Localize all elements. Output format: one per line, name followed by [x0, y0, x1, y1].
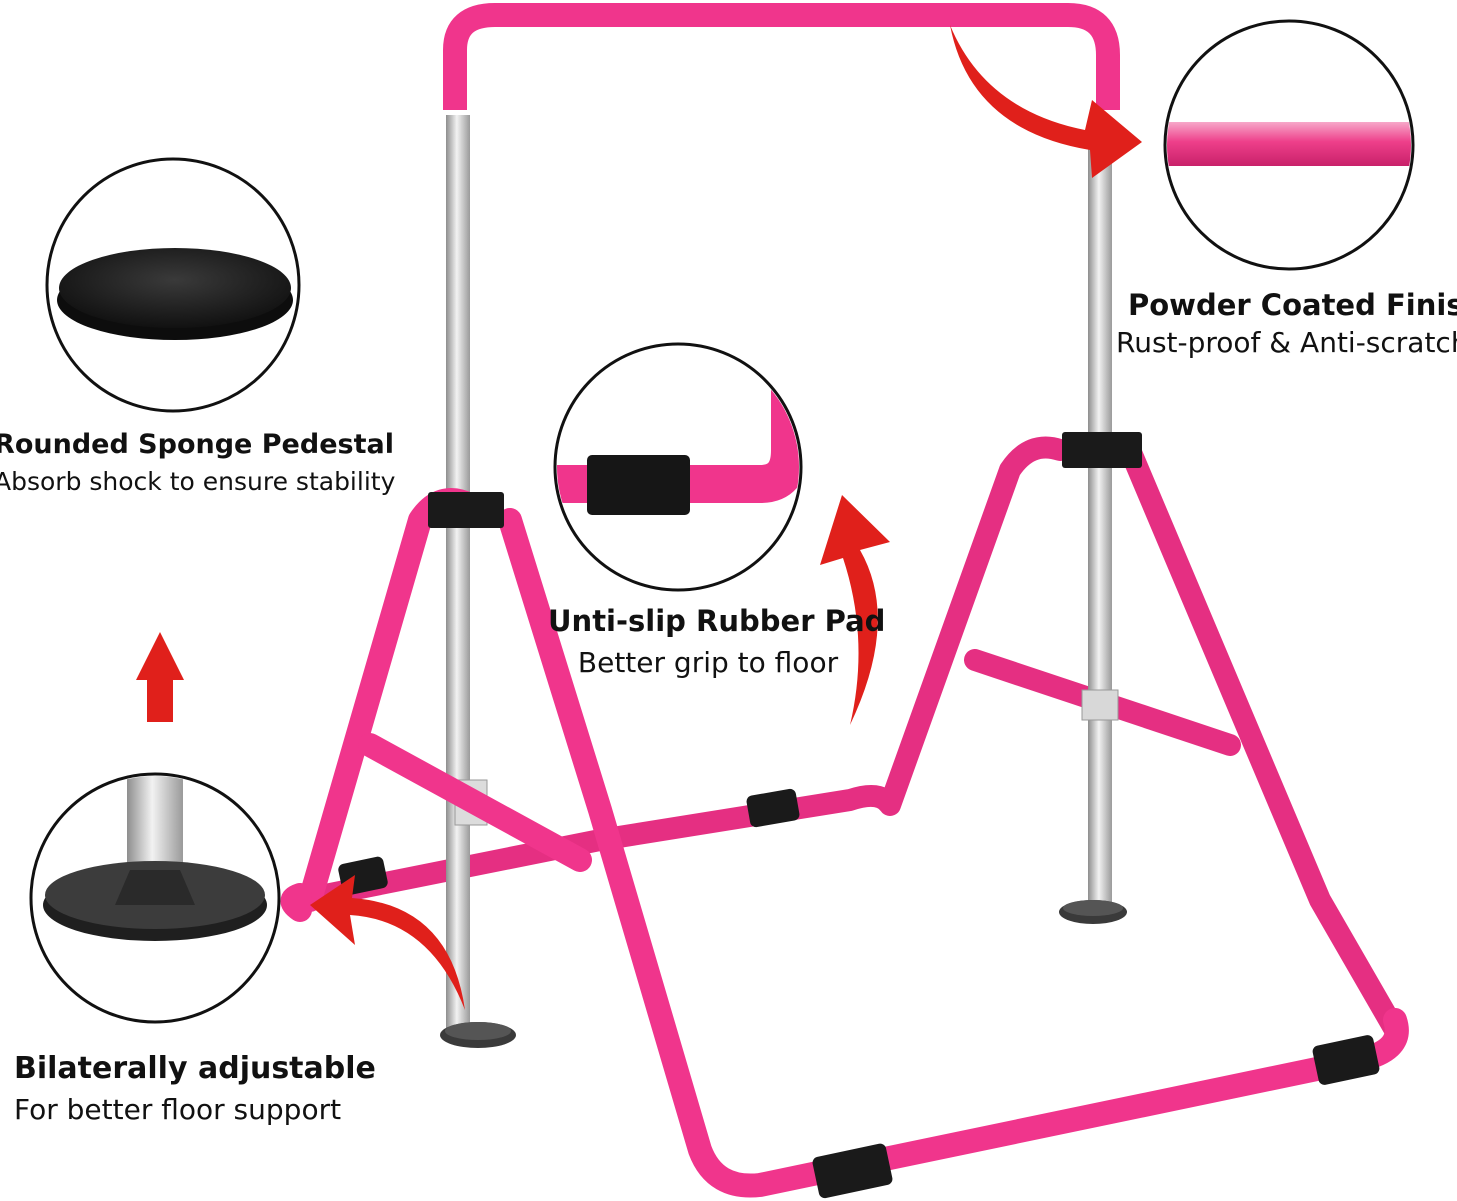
- callout-pedestal-subtitle: Absorb shock to ensure stability: [0, 466, 396, 496]
- arrow-to-finish: [950, 25, 1142, 178]
- callout-pad: Unti-slip Rubber Pad Better grip to floo…: [548, 604, 886, 679]
- arrow-up: [136, 632, 184, 722]
- detail-circle-finish: [1163, 19, 1415, 271]
- rubber-pads: [338, 432, 1380, 1199]
- callout-pedestal-title: Rounded Sponge Pedestal: [0, 429, 394, 460]
- callout-adjust: Bilaterally adjustable For better floor …: [14, 1052, 376, 1126]
- callout-pad-subtitle: Better grip to floor: [577, 645, 839, 679]
- callout-adjust-subtitle: For better floor support: [14, 1093, 342, 1126]
- arrow-to-base: [310, 875, 465, 1010]
- top-bar: [443, 3, 1120, 110]
- callout-pad-title: Unti-slip Rubber Pad: [548, 604, 886, 638]
- detail-circle-pedestal: [45, 157, 301, 413]
- left-pole: [440, 115, 516, 1048]
- callout-finish-subtitle: Rust-proof & Anti-scratch: [1116, 325, 1457, 359]
- detail-circle-foot: [29, 772, 281, 1024]
- detail-circle-pad: [553, 342, 803, 592]
- callout-pedestal: Rounded Sponge Pedestal Absorb shock to …: [0, 429, 396, 496]
- callout-finish-title: Powder Coated Finish: [1128, 288, 1457, 322]
- right-pole: [1059, 140, 1127, 924]
- red-arrows: [136, 25, 1142, 1010]
- callout-finish: Powder Coated Finish Rust-proof & Anti-s…: [1116, 288, 1457, 359]
- callout-adjust-title: Bilaterally adjustable: [14, 1051, 376, 1086]
- arrow-to-pad: [820, 495, 890, 725]
